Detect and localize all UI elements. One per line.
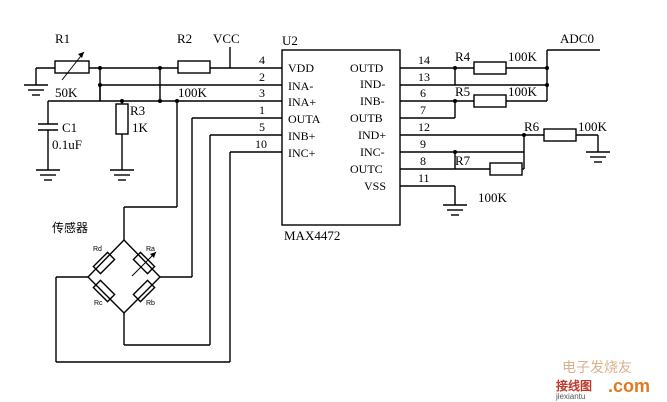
pin-name-ind-minus: IND- <box>360 77 385 91</box>
pin-num-12: 12 <box>418 120 430 134</box>
pin-num-2: 2 <box>259 70 265 84</box>
pin-name-vdd: VDD <box>288 61 314 75</box>
r5-resistor <box>473 94 507 108</box>
pin-name-outc: OUTC <box>350 162 383 176</box>
ground-symbol <box>36 169 60 181</box>
pin-num-1: 1 <box>259 103 265 117</box>
pin-name-outd: OUTD <box>350 61 384 75</box>
watermark-text: 电子发烧友 <box>562 360 632 376</box>
r4-label: R4 <box>455 49 471 64</box>
c1-label: C1 <box>62 120 77 135</box>
ground-symbol <box>24 84 48 96</box>
watermark-sub: jiexiantu <box>555 392 585 401</box>
r6-label: R6 <box>524 119 540 134</box>
ground-symbol <box>443 204 467 216</box>
vcc-label: VCC <box>213 31 240 46</box>
watermark: 电子发烧友 接线图 .com jiexiantu <box>555 360 650 401</box>
r4-resistor <box>473 61 507 75</box>
sensor-title: 传感器 <box>52 220 88 235</box>
r4-value: 100K <box>508 49 538 64</box>
r6-value: 100K <box>578 119 608 134</box>
pin-num-4: 4 <box>259 53 265 67</box>
pin-num-7: 7 <box>420 103 426 117</box>
r7-label: R7 <box>455 153 471 168</box>
pin-name-inc-minus: INC- <box>360 145 385 159</box>
r3-label: R3 <box>130 103 145 118</box>
r2-label: R2 <box>177 31 192 46</box>
pin-name-inb-minus: INB- <box>360 94 385 108</box>
r1-potentiometer <box>54 60 90 74</box>
pin-num-5: 5 <box>259 120 265 134</box>
pin-num-14: 14 <box>418 53 430 67</box>
ic-part-label: MAX4472 <box>284 228 340 243</box>
r7-resistor <box>489 162 523 176</box>
pin-name-ind-plus: IND+ <box>358 128 386 142</box>
pin-num-13: 13 <box>418 70 430 84</box>
r2-value: 100K <box>178 85 208 100</box>
pin-num-8: 8 <box>420 154 426 168</box>
pin-num-11: 11 <box>418 171 430 185</box>
r1-value: 50K <box>55 85 78 100</box>
ic-u2-body <box>281 49 401 226</box>
watermark-domain: .com <box>608 376 650 396</box>
r3-value: 1K <box>132 120 149 135</box>
pin-name-ina-minus: INA- <box>288 79 313 93</box>
pin-num-10: 10 <box>255 137 267 151</box>
pin-name-outa: OUTA <box>288 112 321 126</box>
pin-num-3: 3 <box>259 86 265 100</box>
sensor-ra-label: Ra <box>146 246 155 253</box>
r1-label: R1 <box>55 31 70 46</box>
r5-label: R5 <box>455 84 470 99</box>
c1-value: 0.1uF <box>52 137 82 152</box>
sensor-rc-label: Rc <box>94 300 103 307</box>
r2-resistor <box>177 60 211 74</box>
pin-name-ina-plus: INA+ <box>288 95 316 109</box>
sensor-rb-label: Rb <box>146 300 155 307</box>
pin-name-outb: OUTB <box>350 111 383 125</box>
ground-symbol <box>586 151 610 163</box>
sensor-rd-label: Rd <box>93 246 102 253</box>
r3-resistor <box>115 103 129 135</box>
watermark-site: 接线图 <box>556 378 592 393</box>
r6-resistor <box>543 128 577 142</box>
r5-value: 100K <box>508 84 538 99</box>
ic-ref-label: U2 <box>282 33 298 48</box>
pin-name-vss: VSS <box>364 179 386 193</box>
adc-label: ADC0 <box>560 31 594 46</box>
pin-num-9: 9 <box>420 137 426 151</box>
r7-value: 100K <box>478 190 508 205</box>
pin-name-inb-plus: INB+ <box>288 129 316 143</box>
ground-symbol <box>110 169 134 181</box>
pin-name-inc-plus: INC+ <box>288 146 316 160</box>
pin-num-6: 6 <box>420 86 426 100</box>
sensor-bridge <box>87 239 161 314</box>
